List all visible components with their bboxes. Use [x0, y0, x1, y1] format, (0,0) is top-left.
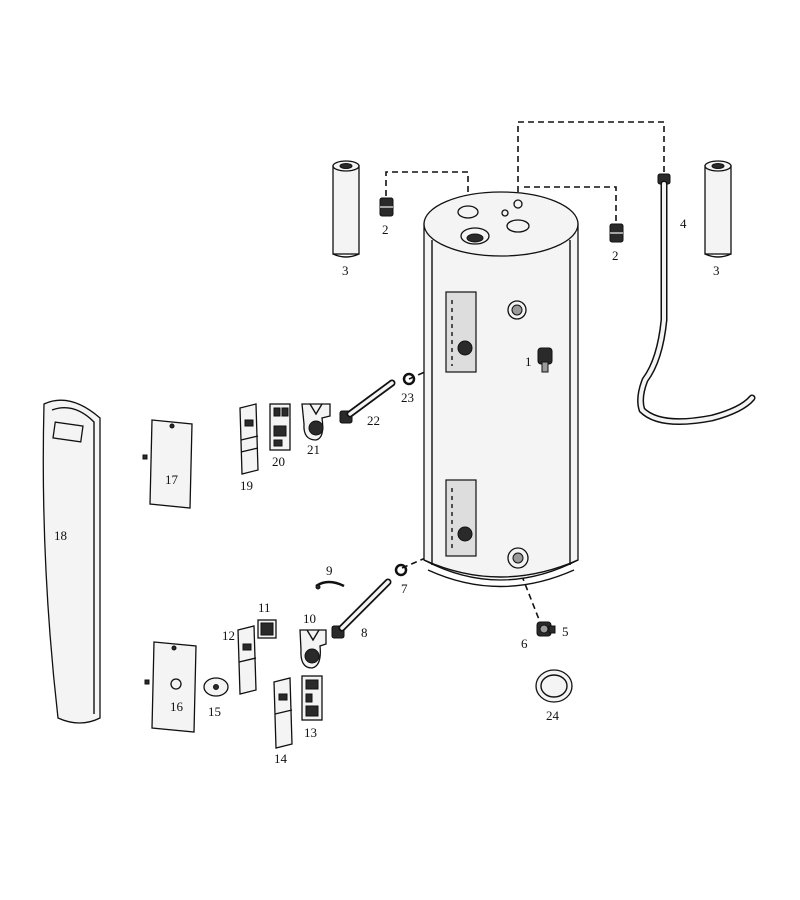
part-12-bracket — [237, 625, 257, 695]
part-3-sleeve-right — [704, 160, 732, 258]
part-label-2-right: 2 — [612, 248, 619, 263]
part-23-gasket — [402, 372, 416, 386]
part-22-heating-element — [339, 379, 396, 424]
part-2-nipple-right — [609, 223, 624, 243]
part-8-heating-element — [331, 578, 392, 639]
part-13-thermostat — [301, 675, 323, 721]
part-label-18: 18 — [54, 528, 67, 543]
part-label-17: 17 — [165, 472, 179, 487]
part-1-relief-valve — [537, 347, 553, 373]
part-24-drain-cap — [535, 669, 573, 703]
part-label-9: 9 — [326, 563, 333, 578]
part-label-6: 6 — [521, 636, 528, 651]
part-16-access-cover — [144, 641, 197, 733]
part-label-2-left: 2 — [382, 222, 389, 237]
upper-access-opening — [445, 291, 477, 373]
part-19-bracket — [239, 403, 259, 475]
part-label-7: 7 — [401, 581, 408, 596]
top-port-left — [457, 205, 479, 219]
part-label-19: 19 — [240, 478, 253, 493]
part-label-11: 11 — [258, 600, 271, 615]
part-21-bracket — [301, 403, 331, 441]
part-15-pad — [203, 677, 229, 697]
part-label-12: 12 — [222, 628, 235, 643]
upper-element-port — [457, 340, 473, 356]
part-label-16: 16 — [170, 699, 184, 714]
part-10-bracket — [299, 629, 327, 669]
part-label-14: 14 — [274, 751, 288, 766]
lower-element-port — [457, 526, 473, 542]
part-label-1: 1 — [525, 354, 532, 369]
part-label-15: 15 — [208, 704, 221, 719]
part-label-13: 13 — [304, 725, 317, 740]
part-17-access-cover — [142, 419, 193, 509]
part-label-8: 8 — [361, 625, 368, 640]
part-label-21: 21 — [307, 442, 320, 457]
part-label-3-right: 3 — [713, 263, 720, 278]
part-label-24: 24 — [546, 708, 560, 723]
part-label-22: 22 — [367, 413, 380, 428]
part-label-20: 20 — [272, 454, 285, 469]
part-4-dip-tube — [637, 173, 756, 426]
part-2-nipple-left — [379, 197, 394, 217]
part-label-3-left: 3 — [342, 263, 349, 278]
lower-access-opening — [445, 479, 477, 557]
top-port-right — [506, 219, 530, 233]
part-label-4: 4 — [680, 216, 687, 231]
part-label-23: 23 — [401, 390, 414, 405]
part-11-switch — [257, 619, 277, 639]
part-3-sleeve-left — [332, 160, 360, 258]
part-5-drain-valve — [536, 621, 556, 637]
part-label-10: 10 — [303, 611, 316, 626]
part-9-clip — [315, 580, 345, 590]
part-18-jacket-panel — [42, 399, 101, 724]
part-20-thermostat — [269, 403, 291, 451]
tank — [423, 191, 579, 588]
part-7-gasket — [394, 563, 408, 577]
part-label-5: 5 — [562, 624, 569, 639]
part-14-bracket — [273, 677, 293, 749]
